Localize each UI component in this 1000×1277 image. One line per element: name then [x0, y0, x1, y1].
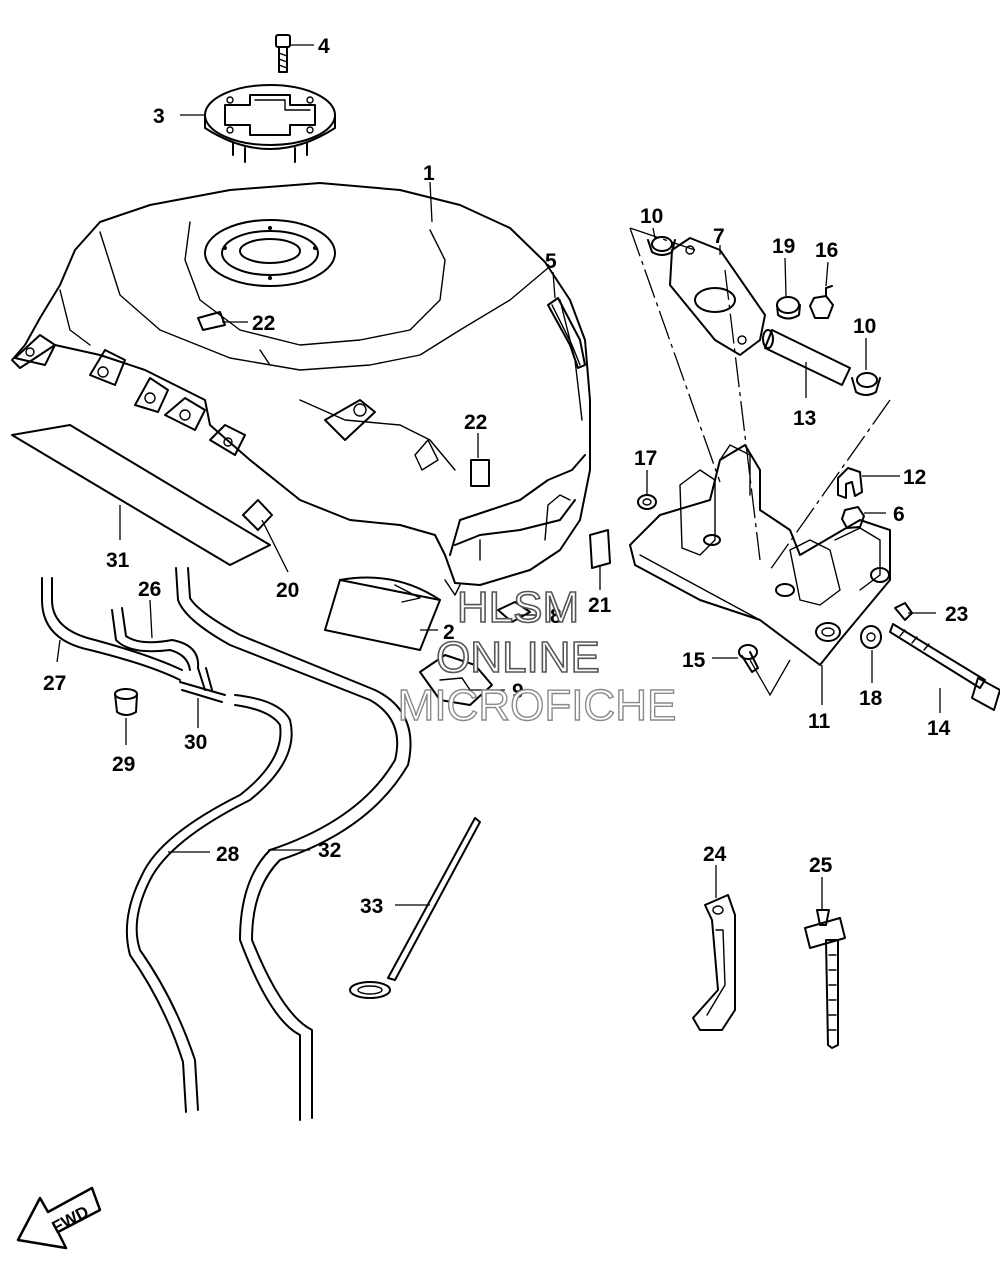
- hose-part-28: [135, 694, 293, 1111]
- clip-part-23: [894, 602, 913, 621]
- label-part-20: [242, 499, 273, 531]
- callout-15: 15: [682, 649, 706, 672]
- callout-17: 17: [634, 447, 657, 470]
- hose-part-26: [111, 609, 191, 671]
- callout-18: 18: [859, 687, 883, 710]
- hose-part-27: [41, 577, 181, 681]
- callout-9: 9: [512, 680, 524, 703]
- bolt-part-14: [889, 623, 1000, 711]
- callout-2: 2: [443, 621, 455, 644]
- strap-part-24: [692, 894, 736, 1031]
- filler-cap-part-3: [204, 84, 336, 163]
- callout-5: 5: [545, 250, 557, 273]
- washer-part-18: [860, 625, 882, 649]
- bracket-part-9: [419, 654, 493, 706]
- cap-part-29: [114, 688, 138, 716]
- callout-31: 31: [106, 549, 130, 572]
- callout-13: 13: [793, 407, 816, 430]
- callout-29: 29: [112, 753, 135, 776]
- decal-part-5: [547, 297, 586, 369]
- bracket-part-11: [629, 444, 891, 666]
- callout-28: 28: [216, 843, 240, 866]
- callout-25: 25: [809, 854, 833, 877]
- drain-part-33: [349, 817, 481, 999]
- collar-part-10-upper: [647, 236, 676, 256]
- callout-14: 14: [927, 717, 951, 740]
- callout-8: 8: [550, 605, 562, 628]
- label-part-21: [589, 529, 611, 569]
- nut-part-6: [841, 506, 865, 529]
- callout-20: 20: [276, 579, 299, 602]
- fuel-tank-part-1: [11, 182, 591, 596]
- tie-part-25: [804, 909, 846, 1049]
- callout-10-upper: 10: [640, 205, 663, 228]
- bracket-assembly: [629, 227, 1000, 711]
- callout-21: 21: [588, 594, 612, 617]
- callout-10-lower: 10: [853, 315, 876, 338]
- callout-6: 6: [893, 503, 905, 526]
- callout-1: 1: [423, 162, 435, 185]
- callout-3: 3: [153, 105, 165, 128]
- callout-labels: 1 2 3 4 5 6 7 8 9 10 10 11 12 13 14 15 1…: [43, 35, 968, 918]
- callout-33: 33: [360, 895, 383, 918]
- watermark-line-1: HLSM: [457, 583, 579, 632]
- hose-part-32: [175, 567, 399, 1121]
- clip-part-12: [837, 467, 863, 499]
- spacer-part-13: [762, 329, 851, 386]
- callout-7: 7: [713, 225, 725, 248]
- plate-part-7: [669, 237, 766, 356]
- callout-4: 4: [318, 35, 330, 58]
- callout-12: 12: [903, 466, 926, 489]
- fitting-part-30: [179, 667, 226, 703]
- callout-22-upper: 22: [252, 312, 275, 335]
- leader-lines: [56, 44, 941, 910]
- callout-11: 11: [808, 710, 831, 733]
- rubber-part-19: [776, 296, 801, 320]
- callout-24: 24: [703, 843, 727, 866]
- clamp-part-8: [497, 601, 531, 623]
- forward-direction-badge: FWD: [16, 1186, 102, 1250]
- watermark-line-2: ONLINE: [436, 633, 600, 682]
- collar-part-10-lower: [851, 372, 881, 396]
- callout-30: 30: [184, 731, 207, 754]
- sheet-part-31: [11, 424, 271, 566]
- watermark: HLSM ONLINE MICROFICHE: [397, 582, 677, 731]
- nut-part-16: [809, 285, 834, 319]
- callout-27: 27: [43, 672, 66, 695]
- callout-19: 19: [772, 235, 795, 258]
- callout-26: 26: [138, 578, 161, 601]
- callout-22-lower: 22: [464, 411, 487, 434]
- callout-16: 16: [815, 239, 838, 262]
- grommet-part-17: [637, 494, 657, 510]
- cushion-part-2: [324, 576, 441, 651]
- screw-part-4: [275, 34, 291, 73]
- callout-32: 32: [318, 839, 341, 862]
- callout-23: 23: [945, 603, 968, 626]
- watermark-line-3: MICROFICHE: [398, 681, 677, 730]
